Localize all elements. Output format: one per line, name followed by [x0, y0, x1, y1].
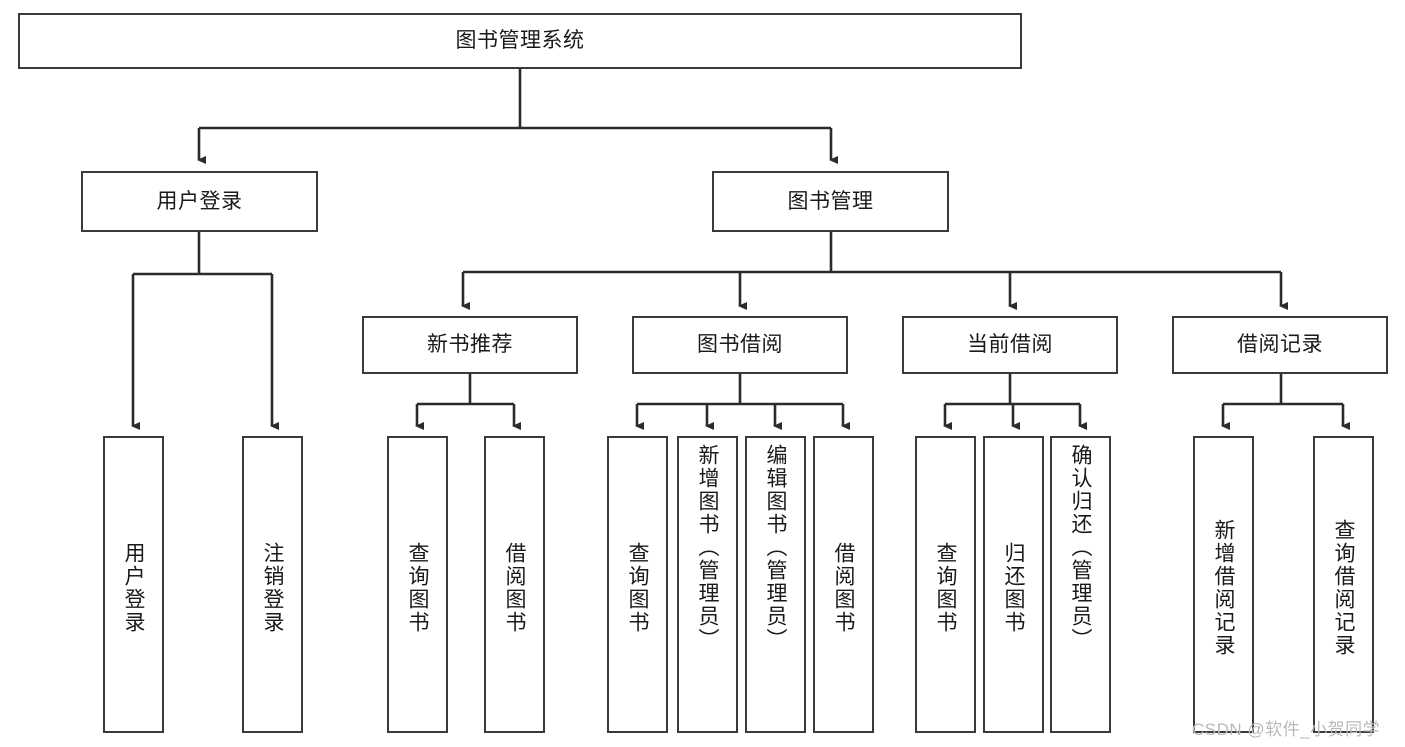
node-leaf-return-book-label: 归还图书 [1002, 541, 1025, 634]
node-leaf-user-login-label: 用户登录 [122, 541, 145, 634]
node-leaf-add-record[interactable]: 新增借阅记录 [1193, 436, 1254, 733]
node-leaf-return-book[interactable]: 归还图书 [983, 436, 1044, 733]
node-root[interactable]: 图书管理系统 [18, 13, 1022, 69]
node-leaf-borrow-book-1[interactable]: 借阅图书 [484, 436, 545, 733]
node-leaf-query-book-3[interactable]: 查询图书 [915, 436, 976, 733]
node-leaf-edit-book-label: 编辑图书（管理员） [764, 444, 787, 651]
node-root-label: 图书管理系统 [455, 29, 585, 53]
node-leaf-query-book-2-label: 查询图书 [626, 541, 649, 634]
node-user-login-label: 用户登录 [156, 189, 243, 213]
node-new-book-rec-label: 新书推荐 [427, 333, 513, 357]
node-leaf-logout[interactable]: 注销登录 [242, 436, 303, 733]
node-leaf-borrow-book-2-label: 借阅图书 [832, 541, 855, 634]
node-leaf-edit-book[interactable]: 编辑图书（管理员） [745, 436, 806, 733]
node-book-manage[interactable]: 图书管理 [712, 171, 949, 232]
node-leaf-borrow-book-1-label: 借阅图书 [503, 541, 526, 634]
node-leaf-query-book-1-label: 查询图书 [406, 541, 429, 634]
node-leaf-confirm-return-label: 确认归还（管理员） [1069, 444, 1092, 651]
node-book-borrow[interactable]: 图书借阅 [632, 316, 848, 374]
node-book-borrow-label: 图书借阅 [697, 333, 783, 357]
node-leaf-confirm-return[interactable]: 确认归还（管理员） [1050, 436, 1111, 733]
node-leaf-borrow-book-2[interactable]: 借阅图书 [813, 436, 874, 733]
node-leaf-logout-label: 注销登录 [261, 541, 284, 634]
node-current-borrow-label: 当前借阅 [967, 333, 1053, 357]
node-borrow-record-label: 借阅记录 [1237, 333, 1323, 357]
node-new-book-rec[interactable]: 新书推荐 [362, 316, 578, 374]
node-book-manage-label: 图书管理 [787, 189, 874, 213]
node-leaf-add-book-label: 新增图书（管理员） [696, 444, 719, 651]
node-leaf-query-book-1[interactable]: 查询图书 [387, 436, 448, 733]
node-borrow-record[interactable]: 借阅记录 [1172, 316, 1388, 374]
node-leaf-query-book-3-label: 查询图书 [934, 541, 957, 634]
watermark: CSDN @软件_小贺同学 [1192, 720, 1381, 739]
node-leaf-query-book-2[interactable]: 查询图书 [607, 436, 668, 733]
node-leaf-query-record-label: 查询借阅记录 [1332, 518, 1355, 657]
node-user-login[interactable]: 用户登录 [81, 171, 318, 232]
node-leaf-add-book[interactable]: 新增图书（管理员） [677, 436, 738, 733]
node-leaf-add-record-label: 新增借阅记录 [1212, 518, 1235, 657]
node-leaf-user-login[interactable]: 用户登录 [103, 436, 164, 733]
node-current-borrow[interactable]: 当前借阅 [902, 316, 1118, 374]
node-leaf-query-record[interactable]: 查询借阅记录 [1313, 436, 1374, 733]
